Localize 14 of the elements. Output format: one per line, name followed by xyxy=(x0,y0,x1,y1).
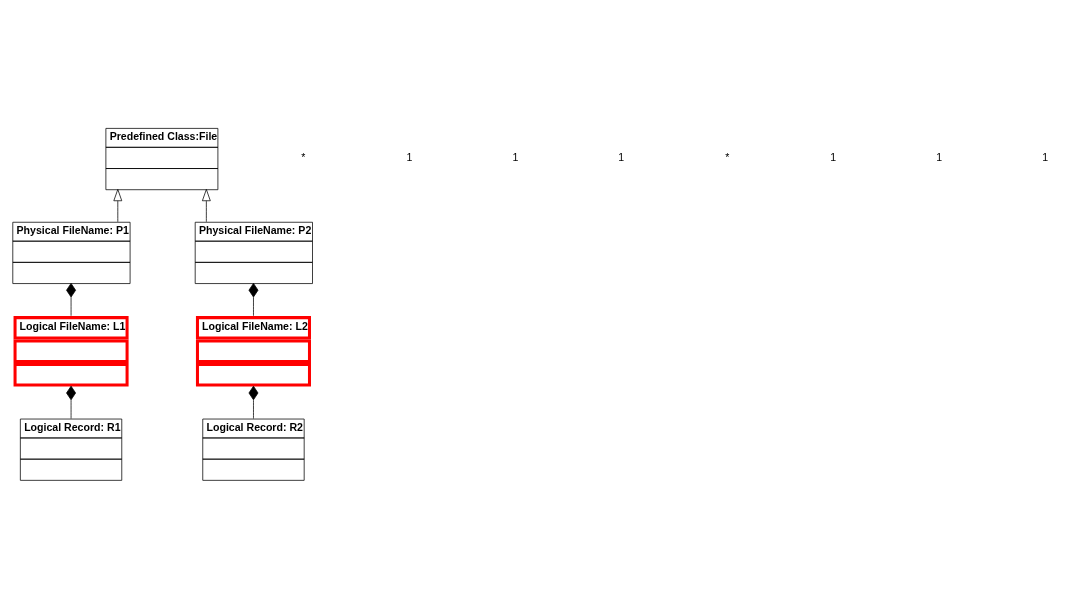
connector xyxy=(66,385,76,419)
label: 1 xyxy=(512,150,519,163)
arrow xyxy=(202,188,211,222)
connector xyxy=(248,385,259,419)
arrow xyxy=(113,188,123,222)
label: * xyxy=(725,150,730,163)
label: * xyxy=(301,150,306,163)
connector xyxy=(248,282,259,316)
label: 1 xyxy=(1042,150,1049,163)
label: 1 xyxy=(406,150,413,163)
label: 1 xyxy=(936,150,943,163)
label: 1 xyxy=(618,150,625,163)
connector xyxy=(66,282,76,316)
label: 1 xyxy=(830,150,837,163)
